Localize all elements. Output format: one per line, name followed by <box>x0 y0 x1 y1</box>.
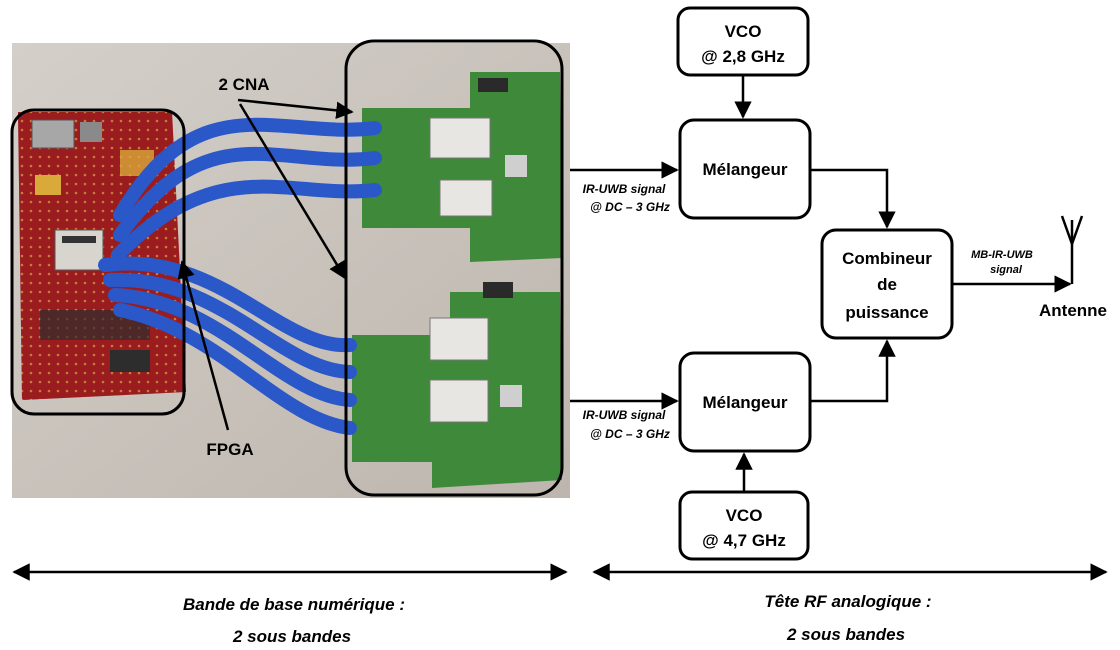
rf-label-line1: Tête RF analogique : <box>764 592 931 611</box>
output-signal-line1: MB-IR-UWB <box>971 249 1033 261</box>
vco-top-block: VCO @ 2,8 GHz <box>676 6 810 77</box>
combiner-line3: puissance <box>845 303 928 322</box>
combiner-line2: de <box>877 275 897 294</box>
hardware-photo: 2 CNA FPGA <box>10 39 570 498</box>
ribbon-cables <box>98 117 382 435</box>
cna-pointer-bottom <box>238 103 347 280</box>
vco-top-line1: VCO <box>725 22 762 41</box>
mixer-bottom-label: Mélangeur <box>702 393 787 412</box>
dac-board-bottom <box>352 282 562 488</box>
vco-bottom-block: VCO @ 4,7 GHz <box>678 490 810 561</box>
cna-pointer-top <box>237 98 354 120</box>
antenna-icon <box>1060 215 1084 284</box>
fpga-pointer <box>177 260 230 431</box>
baseband-label-line1: Bande de base numérique : <box>183 595 405 614</box>
vco-bottom-line1: VCO <box>726 506 763 525</box>
baseband-label-line2: 2 sous bandes <box>232 627 351 646</box>
signal-top-line1: IR-UWB signal <box>583 182 666 196</box>
combiner-block: Combineur de puissance <box>820 228 954 340</box>
dac-board-top <box>362 72 562 262</box>
vco-bottom-line2: @ 4,7 GHz <box>702 531 786 550</box>
fpga-label: FPGA <box>206 440 253 459</box>
signal-top-line2: @ DC – 3 GHz <box>590 200 670 214</box>
rf-label-line2: 2 sous bandes <box>786 625 905 644</box>
combiner-line1: Combineur <box>842 249 932 268</box>
mixer-top-block: Mélangeur <box>678 118 812 220</box>
mixer-top-label: Mélangeur <box>702 160 787 179</box>
dac-outline <box>344 39 564 497</box>
mixer-bottom-to-combiner <box>810 339 896 403</box>
signal-bottom-line2: @ DC – 3 GHz <box>590 427 670 441</box>
cna-label: 2 CNA <box>218 75 269 94</box>
output-signal-line2: signal <box>990 264 1023 276</box>
antenna-label: Antenne <box>1039 301 1107 320</box>
mixer-bottom-block: Mélangeur <box>678 351 812 453</box>
signal-bottom-line1: IR-UWB signal <box>583 408 666 422</box>
mixer-top-to-combiner <box>810 168 896 229</box>
vco-top-line2: @ 2,8 GHz <box>701 47 785 66</box>
